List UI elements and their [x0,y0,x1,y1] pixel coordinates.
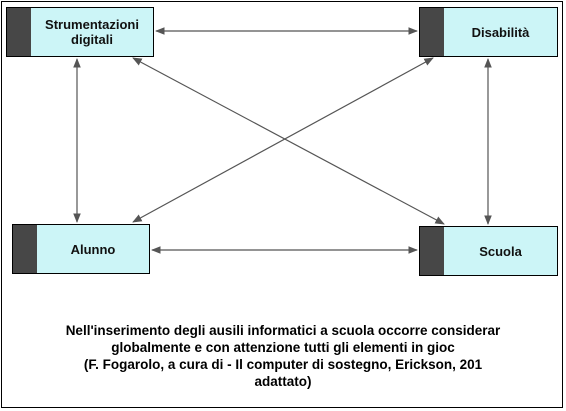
node-label-disabilita: Disabilità [471,24,530,40]
node-label-strumentazioni: Strumentazioni digitali [45,17,139,47]
node-tab [420,227,444,275]
edge-dis-alu [132,57,434,223]
node-tab [13,225,37,273]
node-label-alunno: Alunno [70,241,116,257]
node-tab [7,8,31,56]
node-scuola: Scuola [419,226,558,276]
node-tab [420,8,444,56]
edge-strum-scu [132,57,445,225]
caption-line-4: adattato) [254,374,312,389]
node-label-scuola: Scuola [479,243,522,259]
caption-line-1: Nell'inserimento degli ausili informatic… [65,323,501,338]
caption: Nell'inserimento degli ausili informatic… [8,322,558,390]
node-alunno: Alunno [12,224,150,274]
caption-line-2: globalmente e con attenzione tutti gli e… [111,340,455,355]
caption-line-3: (F. Fogarolo, a cura di - Il computer di… [83,357,483,372]
node-strumentazioni-digitali: Strumentazioni digitali [6,7,154,57]
node-disabilita: Disabilità [419,7,558,57]
